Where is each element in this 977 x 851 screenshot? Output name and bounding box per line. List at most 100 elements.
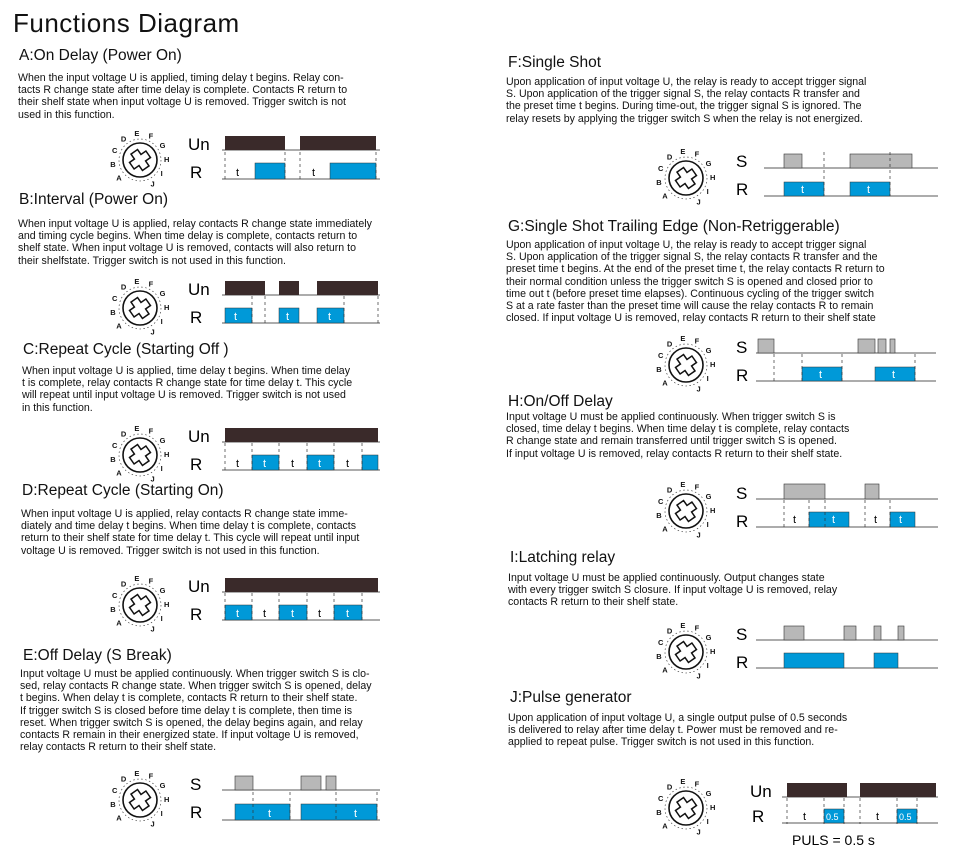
svg-text:J: J xyxy=(151,474,155,483)
time-delay-label: t xyxy=(876,811,879,823)
relay-pulse xyxy=(234,803,291,821)
time-delay-label: t xyxy=(236,167,239,179)
supply-pulse xyxy=(300,136,376,150)
relay-row-label: R xyxy=(736,366,748,385)
time-delay-label: t xyxy=(236,458,239,470)
relay-row-label: R xyxy=(190,455,202,474)
svg-text:J: J xyxy=(151,179,155,188)
svg-text:I: I xyxy=(161,809,163,818)
trigger-pulse xyxy=(889,338,896,354)
svg-text:I: I xyxy=(161,614,163,623)
relay-pulse xyxy=(329,162,377,180)
svg-text:E: E xyxy=(680,334,685,343)
svg-text:A: A xyxy=(116,618,122,627)
svg-text:E: E xyxy=(134,129,139,138)
svg-text:B: B xyxy=(110,308,116,317)
svg-text:H: H xyxy=(164,450,169,459)
time-delay-label: t xyxy=(234,311,237,323)
svg-text:C: C xyxy=(112,591,118,600)
svg-text:G: G xyxy=(706,346,712,355)
svg-text:F: F xyxy=(695,483,700,492)
time-delay-label: t xyxy=(291,608,294,620)
supply-pulse xyxy=(317,281,378,295)
supply-pulse xyxy=(225,136,285,150)
time-delay-label: t xyxy=(312,167,315,179)
svg-text:C: C xyxy=(658,164,664,173)
supply-row-label: Un xyxy=(188,577,210,596)
svg-text:G: G xyxy=(160,781,166,790)
relay-pulse xyxy=(808,511,850,528)
section-c-description: When input voltage U is applied, time de… xyxy=(22,365,353,414)
svg-text:E: E xyxy=(134,424,139,433)
svg-text:C: C xyxy=(658,351,664,360)
trigger-row-label: S xyxy=(736,484,747,503)
svg-text:E: E xyxy=(134,769,139,778)
relay-row-label: R xyxy=(736,180,748,199)
trigger-pulse xyxy=(783,483,826,500)
svg-text:J: J xyxy=(697,384,701,393)
svg-text:A: A xyxy=(116,813,122,822)
svg-text:B: B xyxy=(656,808,662,817)
section-f-description: Upon application of input voltage U, the… xyxy=(506,76,867,125)
svg-text:B: B xyxy=(656,652,662,661)
svg-text:H: H xyxy=(164,155,169,164)
svg-text:J: J xyxy=(697,530,701,539)
svg-text:H: H xyxy=(164,303,169,312)
relay-pulse xyxy=(300,803,378,821)
svg-text:G: G xyxy=(160,586,166,595)
svg-text:A: A xyxy=(662,665,668,674)
section-j-description: Upon application of input voltage U, a s… xyxy=(508,712,848,749)
relay-pulse xyxy=(278,307,300,324)
relay-row-label: R xyxy=(190,163,202,182)
svg-text:C: C xyxy=(112,294,118,303)
time-delay-label: t xyxy=(819,369,822,381)
svg-text:F: F xyxy=(149,772,154,781)
section-b-description: When input voltage U is applied, relay c… xyxy=(18,218,372,267)
supply-pulse xyxy=(225,281,265,295)
svg-text:B: B xyxy=(110,455,116,464)
svg-text:G: G xyxy=(160,141,166,150)
time-delay-label: t xyxy=(263,608,266,620)
trigger-pulse xyxy=(857,338,876,354)
svg-text:F: F xyxy=(695,780,700,789)
svg-text:E: E xyxy=(680,621,685,630)
svg-text:F: F xyxy=(149,132,154,141)
svg-text:I: I xyxy=(707,187,709,196)
svg-text:F: F xyxy=(695,150,700,159)
time-delay-label: t xyxy=(346,458,349,470)
supply-row-label: Un xyxy=(188,427,210,446)
svg-text:A: A xyxy=(662,524,668,533)
time-delay-label: t xyxy=(236,608,239,620)
svg-text:D: D xyxy=(667,485,673,494)
time-delay-label: t xyxy=(328,311,331,323)
svg-text:I: I xyxy=(161,169,163,178)
section-j-title: J:Pulse generator xyxy=(510,689,632,706)
relay-row-label: R xyxy=(190,803,202,822)
svg-text:J: J xyxy=(697,671,701,680)
svg-text:D: D xyxy=(121,282,127,291)
svg-text:D: D xyxy=(667,339,673,348)
time-delay-label: t xyxy=(263,458,266,470)
relay-pulse xyxy=(361,454,379,471)
relay-pulse xyxy=(254,162,286,180)
trigger-pulse xyxy=(783,153,803,169)
trigger-pulse xyxy=(849,153,913,169)
trigger-row-label: S xyxy=(190,775,201,794)
trigger-pulse xyxy=(873,625,882,641)
svg-text:H: H xyxy=(710,803,715,812)
svg-text:D: D xyxy=(121,774,127,783)
svg-text:H: H xyxy=(710,173,715,182)
section-d-title: D:Repeat Cycle (Starting On) xyxy=(22,482,224,499)
svg-text:I: I xyxy=(161,317,163,326)
time-delay-label: t xyxy=(892,369,895,381)
svg-text:E: E xyxy=(680,147,685,156)
svg-text:D: D xyxy=(121,429,127,438)
relay-pulse xyxy=(873,652,899,669)
trigger-pulse xyxy=(843,625,857,641)
supply-pulse xyxy=(787,783,847,797)
trigger-row-label: S xyxy=(736,152,747,171)
svg-text:J: J xyxy=(151,327,155,336)
